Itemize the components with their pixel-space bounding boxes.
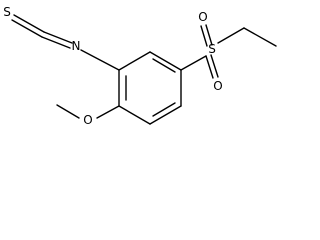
bond-c-n-double-b [41, 36, 71, 49]
bond-s-o-top-a [200, 25, 208, 47]
atom-label-o-methoxy: O [83, 113, 92, 127]
atom-label-o-sulfonyl-top: O [198, 10, 207, 24]
bond-c-n-double-a [43, 31, 73, 44]
bond-s-o-top-b [205, 24, 213, 46]
isothiocyanate-group [11, 14, 120, 71]
ring-inner-bond-c [152, 102, 176, 117]
ring-bond-c5-c6 [118, 105, 151, 125]
methoxy-group [56, 104, 120, 119]
bond-ring-o-methoxy [96, 105, 120, 119]
chemical-structure: S N S O O O [3, 5, 277, 127]
atom-label-n: N [72, 39, 81, 53]
ring-inner-bond-b [152, 58, 176, 73]
bond-ethyl-ch3 [243, 27, 277, 47]
bond-s-c-double-b [11, 19, 43, 38]
benzene-ring [118, 51, 182, 125]
bond-s-c-double-a [13, 14, 45, 33]
bond-s-ethyl-ch2 [217, 27, 245, 44]
bond-ring-sulfonyl [180, 55, 207, 71]
atom-label-o-sulfonyl-bottom: O [213, 79, 222, 93]
ethylsulfonyl-group [180, 24, 277, 79]
bond-s-o-bottom-b [210, 54, 219, 78]
ring-bond-c4-c5 [149, 105, 182, 125]
atom-label-s-thio: S [3, 5, 11, 19]
ring-bond-c1-c2 [118, 51, 151, 71]
bond-s-o-bottom-a [205, 55, 214, 79]
ring-bond-c2-c3 [149, 51, 182, 71]
atom-label-s-sulfonyl: S [208, 42, 216, 56]
bond-n-ring [80, 49, 120, 71]
bond-o-methyl [56, 104, 80, 119]
